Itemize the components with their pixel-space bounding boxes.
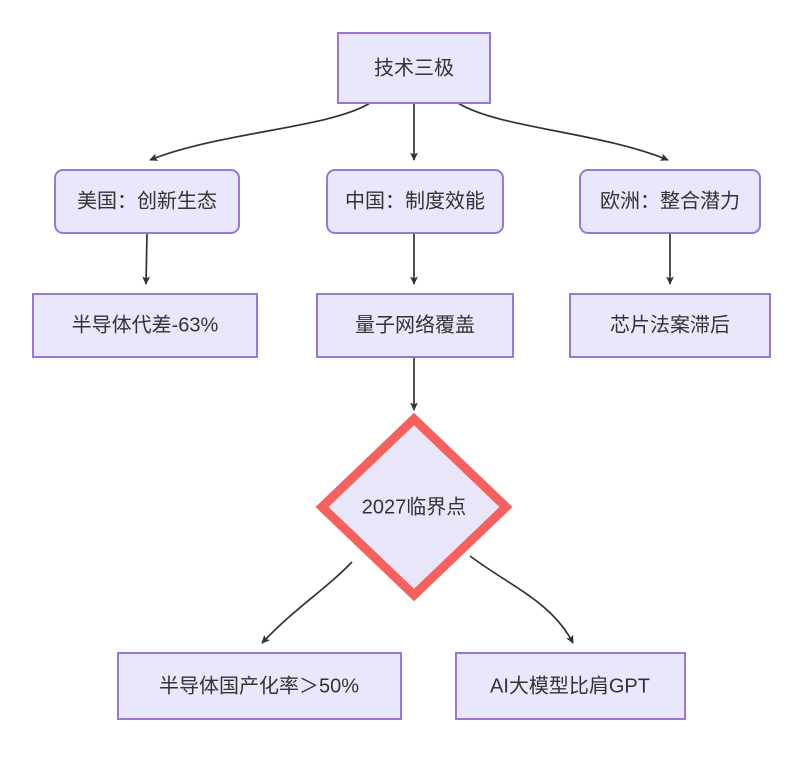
node-layer: 技术三极 美国：创新生态 中国：制度效能 欧洲：整合潜力 半导体代差-63% 量 <box>32 32 771 720</box>
node-eu[interactable]: 欧洲：整合潜力 <box>579 169 761 234</box>
node-us-label: 美国：创新生态 <box>77 189 217 212</box>
node-cn[interactable]: 中国：制度效能 <box>326 169 504 234</box>
node-ai-gpt-label: AI大模型比肩GPT <box>490 674 650 697</box>
node-semiconductor-gap[interactable]: 半导体代差-63% <box>32 293 258 358</box>
node-quantum-label: 量子网络覆盖 <box>355 313 475 336</box>
node-ai-gpt[interactable]: AI大模型比肩GPT <box>455 652 686 720</box>
node-us[interactable]: 美国：创新生态 <box>54 169 240 234</box>
node-cn-label: 中国：制度效能 <box>345 189 485 212</box>
node-chips-act[interactable]: 芯片法案滞后 <box>569 293 771 358</box>
node-tipping-point[interactable]: 2027临界点 <box>315 412 513 602</box>
node-root[interactable]: 技术三极 <box>337 32 491 104</box>
node-localization[interactable]: 半导体国产化率＞50% <box>117 652 402 720</box>
node-quantum[interactable]: 量子网络覆盖 <box>316 293 514 358</box>
edge-tipping-point-to-ai-gpt <box>469 555 574 644</box>
edge-root-to-us <box>149 102 371 161</box>
edge-root-to-eu <box>457 102 669 161</box>
node-root-label: 技术三极 <box>374 56 454 79</box>
node-localization-label: 半导体国产化率＞50% <box>159 674 359 697</box>
node-semiconductor-gap-label: 半导体代差-63% <box>72 313 219 336</box>
node-tipping-point-label: 2027临界点 <box>362 495 467 518</box>
node-eu-label: 欧洲：整合潜力 <box>600 189 740 212</box>
edge-us-to-semiconductor-gap <box>142 232 151 285</box>
node-chips-act-label: 芯片法案滞后 <box>610 313 730 336</box>
edge-tipping-point-to-localization <box>261 561 353 644</box>
edge-layer <box>142 102 674 644</box>
